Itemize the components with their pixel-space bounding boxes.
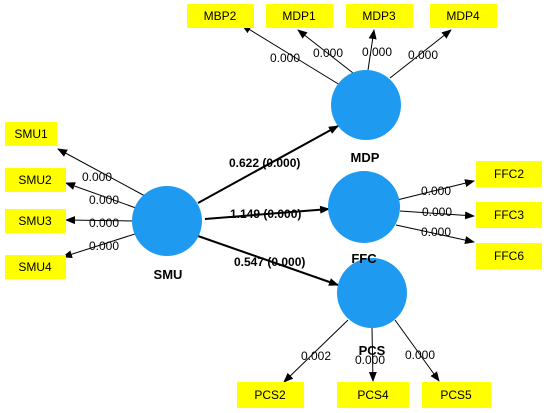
edge-smu-smu4: [62, 232, 139, 259]
latent-mdp-circle[interactable]: [331, 70, 401, 140]
coef-smu3: 0.000: [89, 216, 119, 230]
path-coef-smu-mdp: 0.622 (0.000): [229, 156, 300, 170]
edge-pcs-pcs4: [368, 327, 377, 382]
indicator-smu1[interactable]: SMU1: [5, 122, 57, 146]
latent-labels: SMU MDP FFC PCS: [154, 150, 386, 358]
edge-mdp-mdp3: [367, 29, 377, 71]
path-coef-smu-ffc: 1.149 (0.000): [230, 207, 301, 221]
indicator-smu3[interactable]: SMU3: [5, 209, 66, 233]
indicator-pcs2[interactable]: PCS2: [237, 382, 304, 408]
indicator-smu4[interactable]: SMU4: [5, 255, 66, 279]
indicator-smu1-label: SMU1: [14, 127, 48, 141]
indicator-mdp4[interactable]: MDP4: [430, 4, 497, 28]
path-coefficients: 0.622 (0.000) 1.149 (0.000) 0.547 (0.000…: [229, 156, 305, 269]
latent-variables: [132, 70, 407, 328]
indicator-smu2-label: SMU2: [18, 173, 52, 187]
indicator-mdp3[interactable]: MDP3: [346, 4, 413, 28]
indicator-pcs5[interactable]: PCS5: [422, 382, 491, 408]
edge-mdp-mdp4: [389, 29, 452, 79]
latent-pcs-label: PCS: [359, 343, 386, 358]
indicator-ffc3-label: FFC3: [494, 208, 524, 222]
latent-pcs-circle[interactable]: [337, 258, 407, 328]
edge-pcs-pcs5: [394, 319, 440, 382]
indicator-pcs4-label: PCS4: [357, 388, 389, 402]
coef-ffc3: 0.000: [422, 205, 452, 219]
edge-mdp-mbp2: [241, 24, 341, 86]
indicator-mdp1[interactable]: MDP1: [266, 4, 333, 28]
indicator-pcs4[interactable]: PCS4: [337, 382, 409, 408]
coef-pcs2: 0.002: [301, 349, 331, 363]
indicator-pcs2-label: PCS2: [254, 388, 286, 402]
latent-mdp-label: MDP: [351, 150, 380, 165]
indicator-mdp4-label: MDP4: [446, 9, 480, 23]
edge-ffc-ffc2: [396, 179, 475, 201]
coef-mdp1: 0.000: [313, 46, 343, 60]
edge-mdp-mdp1: [297, 29, 354, 74]
connections: [57, 24, 475, 383]
edge-smu-pcs: [197, 235, 339, 286]
indicator-mdp1-label: MDP1: [282, 9, 316, 23]
coef-pcs5: 0.000: [405, 348, 435, 362]
edge-pcs-pcs2: [283, 319, 349, 383]
coef-mdp4: 0.000: [408, 48, 438, 62]
indicator-smu2[interactable]: SMU2: [5, 168, 66, 192]
edge-smu-smu3: [65, 216, 134, 225]
coef-smu4: 0.000: [89, 239, 119, 253]
indicator-mdp3-label: MDP3: [362, 9, 396, 23]
indicator-mbp2-label: MBP2: [204, 9, 237, 23]
path-coef-smu-pcs: 0.547 (0.000): [234, 255, 305, 269]
edge-smu-smu1: [57, 148, 146, 197]
latent-ffc-label: FFC: [351, 251, 377, 266]
indicator-smu3-label: SMU3: [18, 214, 52, 228]
indicator-pcs5-label: PCS5: [440, 388, 472, 402]
indicator-boxes: SMU1 SMU2 SMU3 SMU4 MBP2 MDP1 MDP3 MDP: [5, 4, 542, 408]
coef-smu2: 0.000: [89, 193, 119, 207]
indicator-ffc6[interactable]: FFC6: [476, 243, 542, 269]
edge-smu-ffc: [204, 205, 330, 220]
indicator-coefficients: 0.000 0.000 0.000 0.000 0.000 0.000 0.00…: [82, 45, 452, 367]
latent-ffc-circle[interactable]: [328, 171, 400, 243]
indicator-ffc6-label: FFC6: [494, 249, 524, 263]
indicator-mbp2[interactable]: MBP2: [187, 4, 254, 28]
coef-smu1: 0.000: [82, 170, 112, 184]
coef-ffc6: 0.000: [421, 225, 451, 239]
indicator-ffc3[interactable]: FFC3: [476, 202, 542, 228]
latent-smu-label: SMU: [154, 267, 183, 282]
coef-mbp2: 0.000: [270, 51, 300, 65]
edge-ffc-ffc3: [399, 210, 475, 220]
edge-smu-smu2: [65, 182, 137, 209]
latent-smu-circle[interactable]: [132, 186, 202, 256]
edge-smu-mdp: [197, 125, 339, 204]
coef-mdp3: 0.000: [362, 45, 392, 59]
edge-ffc-ffc6: [395, 224, 475, 244]
indicator-ffc2[interactable]: FFC2: [476, 161, 542, 187]
indicator-smu4-label: SMU4: [18, 260, 52, 274]
coef-ffc2: 0.000: [421, 184, 451, 198]
indicator-ffc2-label: FFC2: [494, 167, 524, 181]
coef-pcs4: 0.000: [355, 353, 385, 367]
